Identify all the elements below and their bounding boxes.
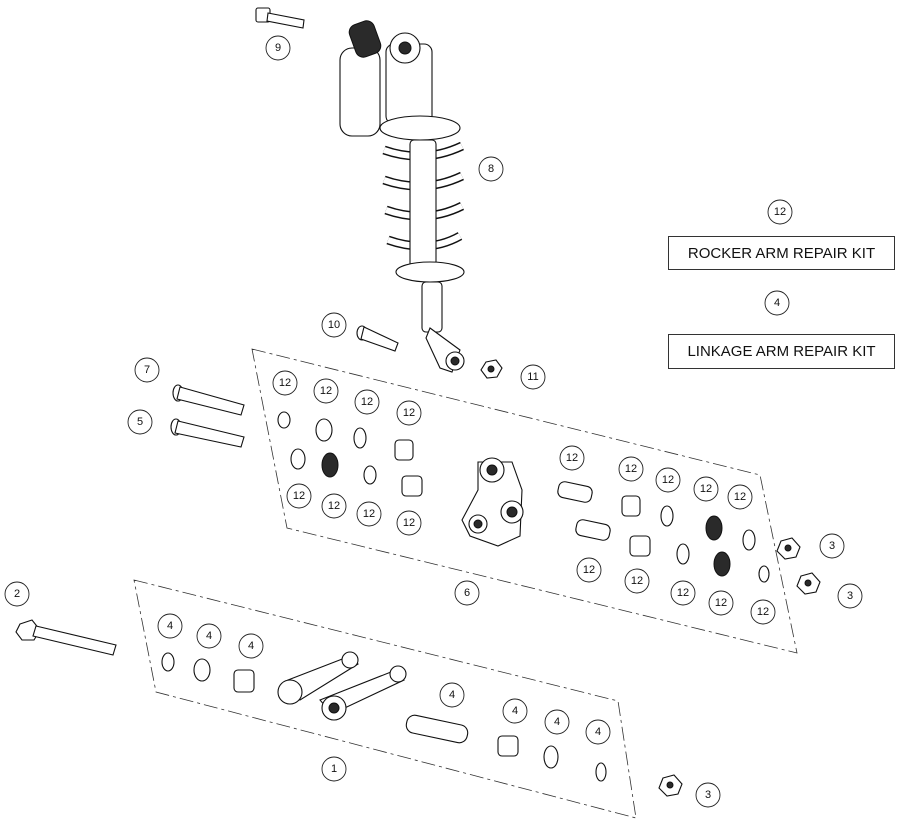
svg-text:12: 12 [631,575,643,587]
svg-text:9: 9 [275,42,281,54]
callout-12: 12 [313,378,339,404]
svg-text:3: 3 [705,789,711,801]
svg-text:12: 12 [677,587,689,599]
svg-text:3: 3 [829,540,835,552]
callout-10: 10 [321,312,347,338]
svg-text:12: 12 [566,452,578,464]
callout-3: 3 [837,583,863,609]
svg-text:4: 4 [449,689,455,701]
svg-text:2: 2 [14,588,20,600]
bolt-2 [15,619,117,656]
svg-text:5: 5 [137,416,143,428]
linkage-arm-repair-kit-label: LINKAGE ARM REPAIR KIT [668,334,895,369]
callout-4: 4 [585,719,611,745]
svg-text:4: 4 [206,630,212,642]
shock-absorber [339,20,465,373]
callout-5: 5 [127,409,153,435]
callout-12: 12 [559,445,585,471]
svg-text:12: 12 [662,474,674,486]
callout-12: 12 [354,389,380,415]
callout-3: 3 [695,782,721,808]
callout-6: 6 [454,580,480,606]
callout-4: 4 [544,709,570,735]
svg-text:3: 3 [847,590,853,602]
callout-12: 12 [396,400,422,426]
callout-12: 12 [670,580,696,606]
callout-12: 12 [272,370,298,396]
svg-text:12: 12 [700,483,712,495]
callout-4: 4 [157,613,183,639]
callout-12: 12 [655,467,681,493]
svg-text:11: 11 [527,371,538,383]
callout-8: 8 [478,156,504,182]
svg-text:12: 12 [403,517,415,529]
svg-text:12: 12 [403,407,415,419]
bolt-10 [356,325,399,352]
svg-text:12: 12 [734,491,746,503]
callout-12: 12 [396,510,422,536]
callout-12: 12 [708,590,734,616]
svg-text:12: 12 [625,463,637,475]
callout-12: 12 [356,501,382,527]
svg-text:4: 4 [554,716,560,728]
callout-12: 12 [727,484,753,510]
svg-text:12: 12 [715,597,727,609]
rocker-arm [461,457,524,547]
callout-12: 12 [576,557,602,583]
svg-text:12: 12 [774,206,786,218]
svg-text:12: 12 [361,396,373,408]
svg-text:12: 12 [757,606,769,618]
callout-1: 1 [321,756,347,782]
callout-4: 4 [502,698,528,724]
svg-text:12: 12 [363,508,375,520]
callout-12: 12 [624,568,650,594]
bolt-5 [170,418,245,448]
kit-ref-12: 12 [767,199,793,225]
callout-9: 9 [265,35,291,61]
bolt-7 [172,384,245,416]
svg-text:4: 4 [774,297,780,309]
svg-text:12: 12 [279,377,291,389]
svg-text:1: 1 [331,763,337,775]
svg-text:4: 4 [512,705,518,717]
nuts-3 [658,537,821,797]
bolt-9 [255,7,305,29]
callout-3: 3 [819,533,845,559]
callout-4: 4 [439,682,465,708]
callout-11: 11 [520,364,546,390]
svg-text:10: 10 [328,319,340,331]
callout-12: 12 [693,476,719,502]
kit-ref-4: 4 [764,290,790,316]
svg-text:7: 7 [144,364,150,376]
svg-text:6: 6 [464,587,470,599]
svg-text:12: 12 [583,564,595,576]
linkage-group-bushings [161,652,607,782]
callout-2: 2 [4,581,30,607]
linkage-group-outline [133,579,637,819]
nut-11 [480,359,503,379]
linkage-arm [277,651,407,721]
rocker-group-outline [251,348,798,654]
svg-text:12: 12 [293,490,305,502]
callout-12: 12 [750,599,776,625]
callout-4: 4 [196,623,222,649]
svg-text:4: 4 [248,640,254,652]
svg-text:12: 12 [328,500,340,512]
rocker-arm-repair-kit-label: ROCKER ARM REPAIR KIT [668,236,895,270]
svg-text:4: 4 [167,620,173,632]
rocker-group-bushings [277,411,770,583]
callout-4: 4 [238,633,264,659]
svg-text:8: 8 [488,163,494,175]
callout-12: 12 [618,456,644,482]
callout-12: 12 [321,493,347,519]
svg-text:4: 4 [595,726,601,738]
callout-7: 7 [134,357,160,383]
callout-12: 12 [286,483,312,509]
svg-text:12: 12 [320,385,332,397]
